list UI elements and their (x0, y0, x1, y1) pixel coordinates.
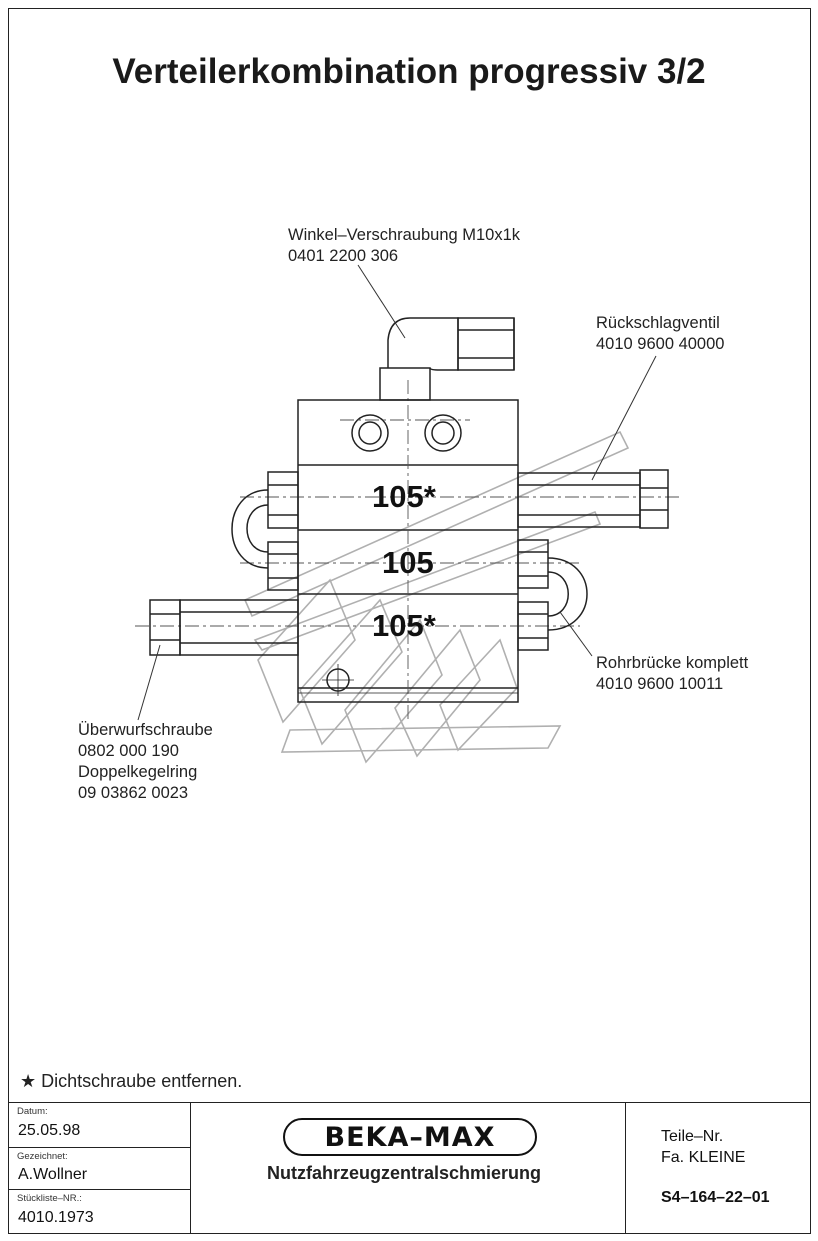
double-cone-ring-number: 09 03862 0023 (78, 784, 189, 802)
top-port-left (351, 414, 389, 452)
brand-logo: BEKA–MAX (283, 1118, 537, 1156)
distributor-assembly (135, 317, 680, 720)
label-elbow-fitting: Winkel–Verschraubung M10x1k 0401 2200 30… (288, 225, 520, 267)
check-valve-name: Rückschlagventil (596, 314, 720, 332)
top-port-right (424, 414, 462, 452)
drawing-number: S4–164–22–01 (661, 1189, 770, 1206)
brand-subtitle: Nutzfahrzeugzentralschmierung (266, 1163, 542, 1183)
elbow-fitting-number: 0401 2200 306 (288, 247, 399, 265)
date-value: 25.05.98 (18, 1122, 81, 1139)
watermark-logo (243, 430, 630, 764)
leader-lines (137, 264, 657, 721)
pipe-bridge-number: 4010 9600 10011 (596, 675, 724, 693)
drawn-by-caption: Gezeichnet: (17, 1151, 68, 1162)
drawing-title: Verteilerkombination progressiv 3/2 (112, 52, 706, 91)
union-screw-number: 0802 000 190 (78, 742, 179, 760)
title-block-right: Teile–Nr. Fa. KLEINE S4–164–22–01 (625, 1103, 811, 1234)
label-check-valve: Rückschlagventil 4010 9600 40000 (596, 313, 724, 355)
check-valve (517, 469, 669, 529)
label-union-screw: Überwurfschraube 0802 000 190 Doppelkege… (78, 720, 213, 804)
date-cell: Datum: 25.05.98 (8, 1103, 190, 1148)
elbow-fitting-name: Winkel–Verschraubung M10x1k (288, 226, 521, 244)
title-block-left: Datum: 25.05.98 Gezeichnet: A.Wollner St… (8, 1103, 191, 1234)
parts-list-cell: Stückliste–NR.: 4010.1973 (8, 1190, 190, 1235)
pipe-bridge-right (517, 539, 588, 651)
drawn-by-cell: Gezeichnet: A.Wollner (8, 1148, 190, 1190)
union-screw-left (149, 599, 299, 656)
block-top-number: 105* (372, 479, 436, 514)
parts-list-value: 4010.1973 (18, 1209, 94, 1226)
left-pipe-bridge (231, 471, 299, 591)
pipe-bridge-name: Rohrbrücke komplett (596, 654, 749, 672)
union-screw-name: Überwurfschraube (78, 721, 213, 739)
part-number-label: Teile–Nr. (661, 1128, 724, 1145)
elbow-fitting (379, 317, 515, 401)
company-name: Fa. KLEINE (661, 1149, 746, 1166)
parts-list-caption: Stückliste–NR.: (17, 1193, 82, 1204)
brand-name: BEKA–MAX (324, 1121, 496, 1153)
double-cone-ring-name: Doppelkegelring (78, 763, 198, 781)
block-middle-number: 105 (382, 545, 434, 580)
title-block: Datum: 25.05.98 Gezeichnet: A.Wollner St… (8, 1102, 811, 1234)
check-valve-number: 4010 9600 40000 (596, 335, 725, 353)
drawing-sheet-border (8, 8, 811, 1234)
footnote: ★ Dichtschraube entfernen. (20, 1071, 243, 1091)
drawn-by-value: A.Wollner (18, 1166, 88, 1183)
block-bottom-number: 105* (372, 608, 436, 643)
date-caption: Datum: (17, 1106, 48, 1117)
label-pipe-bridge: Rohrbrücke komplett 4010 9600 10011 (596, 653, 748, 695)
